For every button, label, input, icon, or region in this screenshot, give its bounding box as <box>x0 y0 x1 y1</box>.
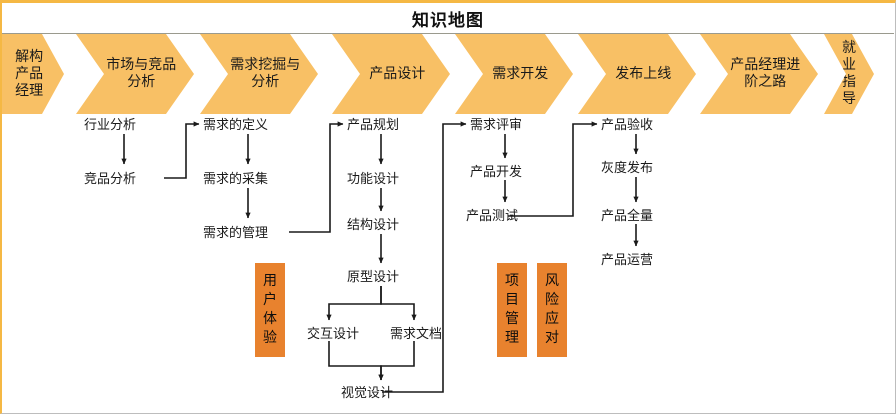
connector-jhsheji-sjsheji <box>328 341 384 381</box>
connector-cpceshi-cpyanshou <box>508 121 598 217</box>
stage-chevron-band: 解构产品经理 市场与竞品分析 需求挖掘与分析 产品设计 需求开发 发布上线 产品经理进阶之路… <box>0 34 896 114</box>
n-cpyanshou: 产品验收 <box>601 118 654 133</box>
n-yxsheji: 原型设计 <box>347 270 400 285</box>
stage-chevron-label: 产品经理进阶之路 <box>730 57 801 90</box>
connector-sjsheji-xqpingshen <box>382 121 467 393</box>
connector-xqguanli-cpguihua <box>289 121 344 233</box>
n-cpkaifa: 产品开发 <box>470 165 523 180</box>
vertical-label-text: 风险应对 <box>545 273 559 346</box>
stage-chevron-label: 产品设计 <box>369 65 426 82</box>
stage-chevron-label: 解构产品经理 <box>15 48 44 99</box>
stage-chevron-label: 需求开发 <box>492 65 549 82</box>
vbox-fengxianyingdui[interactable]: 风险应对 <box>537 263 567 357</box>
n-cpceshi: 产品测试 <box>466 209 519 224</box>
n-cpguihua: 产品规划 <box>347 118 400 133</box>
n-cpquanliang: 产品全量 <box>601 209 654 224</box>
stage-chevron-label: 需求挖掘与分析 <box>230 57 301 90</box>
n-hdfabu: 灰度发布 <box>601 161 654 176</box>
n-xqguanli: 需求的管理 <box>203 226 269 241</box>
connector-yxsheji-jhsheji <box>326 286 382 321</box>
connector-xqwendang-sjsheji <box>378 341 415 381</box>
n-xqpingshen: 需求评审 <box>470 118 523 133</box>
n-jingpin: 竞品分析 <box>84 172 137 187</box>
connector-jingpin-xqdingyi <box>164 121 200 179</box>
connector-yxsheji-xqwendang <box>380 286 417 321</box>
n-jgsheji: 结构设计 <box>347 218 400 233</box>
vbox-yonghutiyan[interactable]: 用户体验 <box>255 263 285 357</box>
stage-chevron-label: 市场与竞品分析 <box>106 57 177 90</box>
n-gnsheji: 功能设计 <box>347 172 400 187</box>
title-bar: 知识地图 <box>2 3 894 34</box>
n-jhsheji: 交互设计 <box>307 327 360 342</box>
n-sjsheji: 视觉设计 <box>341 386 394 401</box>
vertical-label-text: 用户体验 <box>263 273 277 346</box>
n-cpyunying: 产品运营 <box>601 253 654 268</box>
stage-chevron-label: 就业指导 <box>842 40 856 107</box>
page-title: 知识地图 <box>412 10 484 31</box>
vertical-label-text: 项目管理 <box>505 273 519 346</box>
n-xqwendang: 需求文档 <box>390 327 443 342</box>
n-xqdingyi: 需求的定义 <box>203 118 269 133</box>
vbox-xiangmuguanli[interactable]: 项目管理 <box>497 263 527 357</box>
stage-chevron-label: 发布上线 <box>615 65 672 82</box>
n-hangye: 行业分析 <box>84 118 137 133</box>
n-xqcaiji: 需求的采集 <box>203 172 269 187</box>
